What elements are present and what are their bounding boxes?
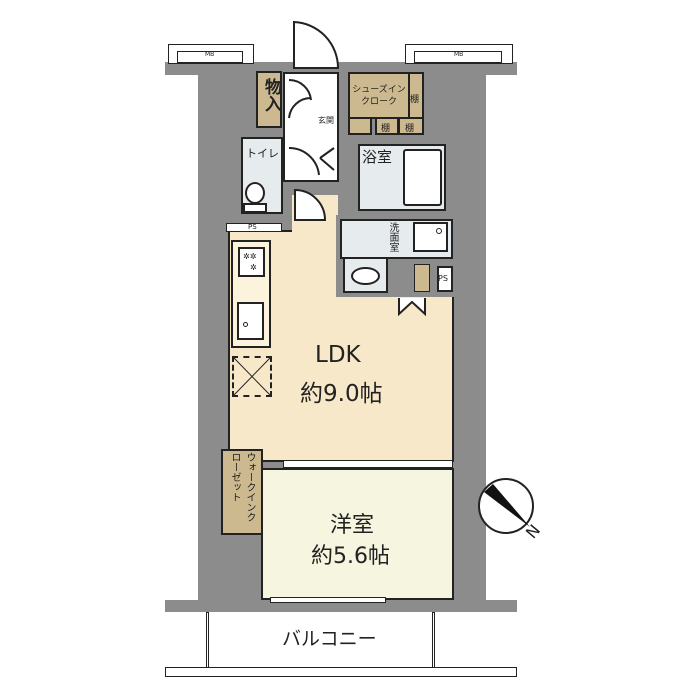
ldk-label: LDK (315, 342, 361, 368)
ps-label: PS (248, 223, 257, 231)
shelf-label: 棚 (381, 124, 391, 134)
washing-machine (413, 222, 448, 252)
burner-icon: ✲ (250, 263, 257, 272)
wic-label: ウォークインクローゼット (229, 452, 255, 522)
balcony-rail (165, 667, 517, 677)
refrigerator-space (232, 356, 272, 397)
outer-wall-bottom (165, 600, 517, 612)
sliding-door (283, 460, 453, 468)
washbasin-counter (343, 257, 388, 293)
storage-label: 物入 (261, 78, 281, 112)
entrance-label: 玄関 (318, 116, 334, 125)
meter-box-label: MB (454, 51, 464, 58)
western-room-size: 約5.6帖 (311, 544, 390, 569)
ps-wash (437, 266, 453, 292)
burner-icon: ✲✲ (243, 252, 257, 261)
shelf (398, 117, 424, 135)
shoe-cloak-label: シューズインクローク (352, 85, 406, 107)
entrance-hall (283, 72, 339, 182)
washroom-label: 洗面室 (387, 222, 398, 252)
shelf-box (348, 117, 372, 135)
shelf-label: 棚 (405, 124, 415, 134)
balcony-label: バルコニー (282, 628, 377, 650)
storage-closet (256, 71, 282, 128)
outer-wall-top (165, 62, 517, 75)
western-room-label: 洋室 (330, 513, 375, 538)
toilet-tank (243, 203, 267, 213)
kitchen-sink (237, 302, 264, 340)
meter-box-label: MB (205, 51, 215, 58)
western-room-door-area (263, 470, 283, 510)
shelf-label: 棚 (410, 95, 420, 105)
utility-box (414, 264, 430, 292)
toilet-label: トイレ (246, 147, 279, 160)
meter-box-right: MB (405, 44, 513, 64)
ps-toilet (226, 223, 282, 232)
bath-label: 浴室 (362, 148, 393, 166)
meter-box-left: MB (168, 44, 254, 64)
balcony-window (270, 597, 386, 603)
stove: ✲✲ ✲ (238, 247, 265, 277)
ps-label: PS (438, 274, 448, 283)
bathtub (403, 149, 442, 206)
ldk-size: 約9.0帖 (300, 381, 383, 407)
